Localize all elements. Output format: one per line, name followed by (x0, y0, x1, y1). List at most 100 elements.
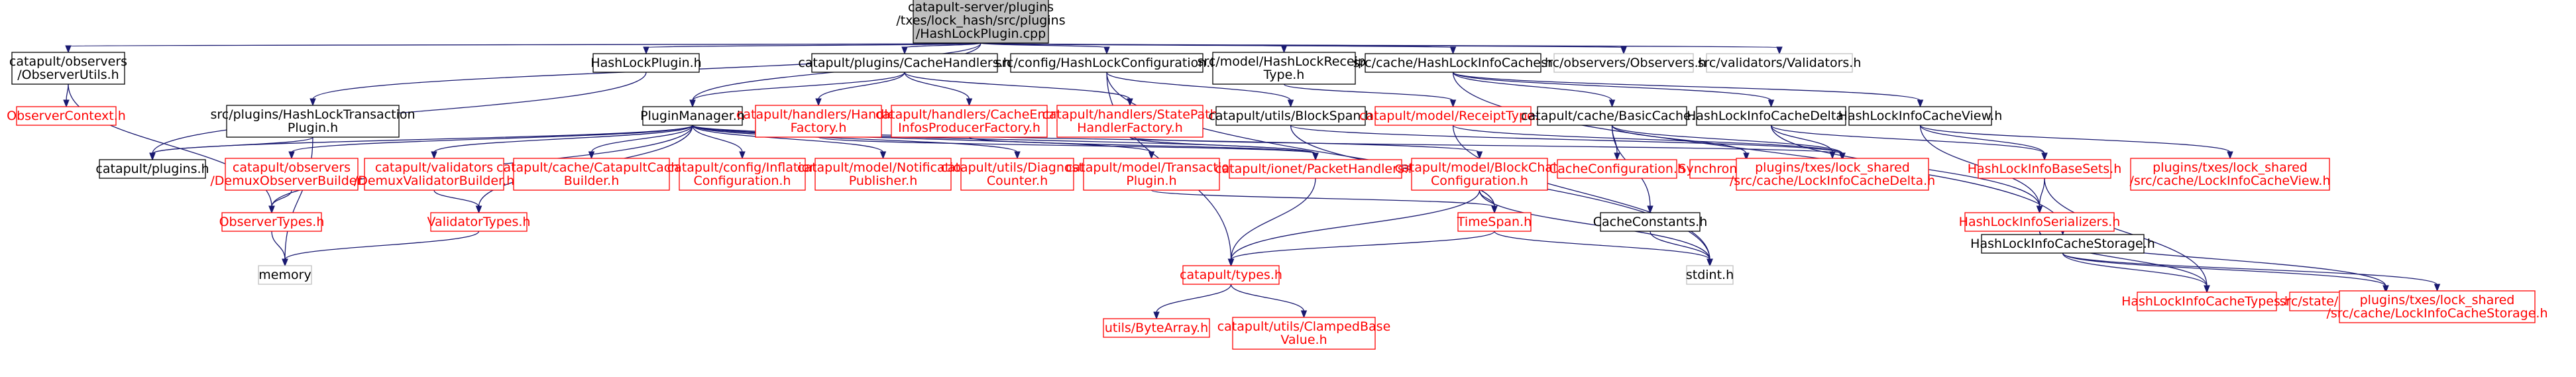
node-box[interactable] (16, 106, 117, 126)
node-block_span[interactable]: catapult/utils/BlockSpan.h (1208, 106, 1373, 126)
node-packet_handlers[interactable]: catapult/ionet/PacketHandlers.h (1215, 159, 1416, 179)
node-box[interactable] (1215, 106, 1366, 126)
node-box[interactable] (755, 105, 882, 138)
node-box[interactable] (1557, 159, 1677, 179)
node-label: TimeSpan.h (1457, 215, 1532, 229)
node-hl_base_sets[interactable]: HashLockInfoBaseSets.h (1968, 159, 2122, 179)
node-hl_info_cache[interactable]: src/cache/HashLockInfoCache.h (1353, 53, 1553, 73)
node-box[interactable] (960, 158, 1074, 191)
node-src_observers[interactable]: src/observers/Observers.h (1541, 53, 1707, 73)
node-box[interactable] (221, 212, 322, 232)
node-box[interactable] (1365, 53, 1541, 73)
node-timespan[interactable]: TimeSpan.h (1457, 212, 1532, 232)
node-src_validators[interactable]: src/validators/Validators.h (1698, 53, 1862, 73)
node-state_path_handler[interactable]: catapult/handlers/StatePathHandlerFactor… (1042, 105, 1218, 138)
node-receipt_type[interactable]: catapult/model/ReceiptType.h (1359, 106, 1547, 126)
node-box[interactable] (258, 265, 312, 285)
node-observer_types[interactable]: ObserverTypes.h (219, 212, 325, 232)
node-demux_observer[interactable]: catapult/observers/DemuxObserverBuilder.… (210, 158, 373, 191)
node-box[interactable] (2130, 158, 2330, 191)
node-box[interactable] (811, 53, 998, 73)
node-basic_cache[interactable]: catapult/cache/BasicCache.h (1521, 106, 1703, 126)
node-memory[interactable]: memory (258, 265, 312, 285)
node-box[interactable] (1374, 106, 1532, 126)
node-hl_cache_types[interactable]: HashLockInfoCacheTypes.h (2121, 292, 2292, 311)
node-box[interactable] (1212, 52, 1356, 85)
node-box[interactable] (2339, 290, 2536, 323)
node-box[interactable] (513, 158, 670, 191)
node-box[interactable] (226, 105, 400, 138)
node-lock_storage[interactable]: plugins/txes/lock_shared/src/cache/LockI… (2326, 290, 2548, 323)
node-plugin_manager[interactable]: PluginManager.h (640, 106, 745, 126)
node-box[interactable] (1229, 159, 1402, 179)
node-hl_cache_view[interactable]: HashLockInfoCacheView.h (1838, 106, 2003, 126)
node-hashlock_plugin_h[interactable]: HashLockPlugin.h (590, 53, 702, 73)
node-box[interactable] (11, 52, 125, 85)
node-box[interactable] (99, 159, 206, 179)
node-box[interactable] (1083, 158, 1220, 191)
node-box[interactable] (1736, 158, 1929, 191)
node-box[interactable] (1686, 265, 1734, 285)
node-observer_utils[interactable]: catapult/observers/ObserverUtils.h (9, 52, 127, 85)
node-box[interactable] (1537, 106, 1687, 126)
edge-arrowhead (1449, 46, 1457, 55)
node-observer_context[interactable]: ObserverContext.h (7, 106, 126, 126)
node-byte_array[interactable]: utils/ByteArray.h (1103, 318, 1210, 338)
node-box[interactable] (364, 158, 504, 191)
node-box[interactable] (1964, 212, 2115, 232)
node-cache_handlers[interactable]: catapult/plugins/CacheHandlers.h (798, 53, 1011, 73)
node-box[interactable] (1696, 106, 1846, 126)
node-handler_factory[interactable]: catapult/handlers/HandlerFactory.h (736, 105, 901, 138)
node-lock_delta[interactable]: plugins/txes/lock_shared/src/cache/LockI… (1730, 158, 1935, 191)
node-catapult_plugins[interactable]: catapult/plugins.h (95, 159, 209, 179)
node-box[interactable] (1103, 318, 1210, 338)
node-box[interactable] (592, 53, 700, 73)
node-cache_constants[interactable]: CacheConstants.h (1593, 212, 1707, 232)
node-box[interactable] (1981, 234, 2145, 254)
node-box[interactable] (679, 158, 806, 191)
node-types[interactable]: catapult/types.h (1180, 265, 1282, 285)
node-box[interactable] (1010, 53, 1204, 73)
node-box[interactable] (1056, 105, 1204, 138)
node-box[interactable] (1457, 212, 1532, 232)
node-hl_serializers[interactable]: HashLockInfoSerializers.h (1959, 212, 2121, 232)
node-box[interactable] (814, 158, 952, 191)
node-box[interactable] (1553, 53, 1694, 73)
node-cache_entry_infos[interactable]: catapult/handlers/CacheEntryInfosProduce… (875, 105, 1063, 138)
node-box[interactable] (1848, 106, 1992, 126)
node-stdint[interactable]: stdint.h (1686, 265, 1734, 285)
node-box[interactable] (891, 105, 1048, 138)
node-box[interactable] (642, 106, 743, 126)
node-box[interactable] (225, 158, 359, 191)
node-hl_cache_delta[interactable]: HashLockInfoCacheDelta.h (1687, 106, 1856, 126)
node-box[interactable] (2137, 292, 2277, 311)
node-box[interactable] (1978, 159, 2111, 179)
node-box[interactable] (1706, 53, 1853, 73)
edge-line (980, 42, 1780, 48)
node-hl_config[interactable]: src/config/HashLockConfiguration.h (995, 53, 1219, 73)
node-hl_cache_storage[interactable]: HashLockInfoCacheStorage.h (1970, 234, 2155, 254)
node-lock_view[interactable]: plugins/txes/lock_shared/src/cache/LockI… (2129, 158, 2331, 191)
edge-line (433, 189, 480, 207)
node-demux_validator[interactable]: catapult/validators/DemuxValidatorBuilde… (354, 158, 514, 191)
node-validator_types[interactable]: ValidatorTypes.h (427, 212, 531, 232)
node-root[interactable]: catapult-server/plugins/txes/lock_hash/s… (896, 0, 1066, 44)
edge-observer_utils-to-observer_types (68, 83, 275, 214)
node-box[interactable] (913, 0, 1049, 44)
node-label: catapult/observers (233, 160, 351, 175)
node-box[interactable] (1600, 212, 1701, 232)
node-box[interactable] (430, 212, 528, 232)
node-cache_config[interactable]: CacheConfiguration.h (1549, 159, 1685, 179)
node-box[interactable] (1232, 317, 1376, 350)
node-box[interactable] (1411, 158, 1548, 191)
node-box[interactable] (1182, 265, 1280, 285)
